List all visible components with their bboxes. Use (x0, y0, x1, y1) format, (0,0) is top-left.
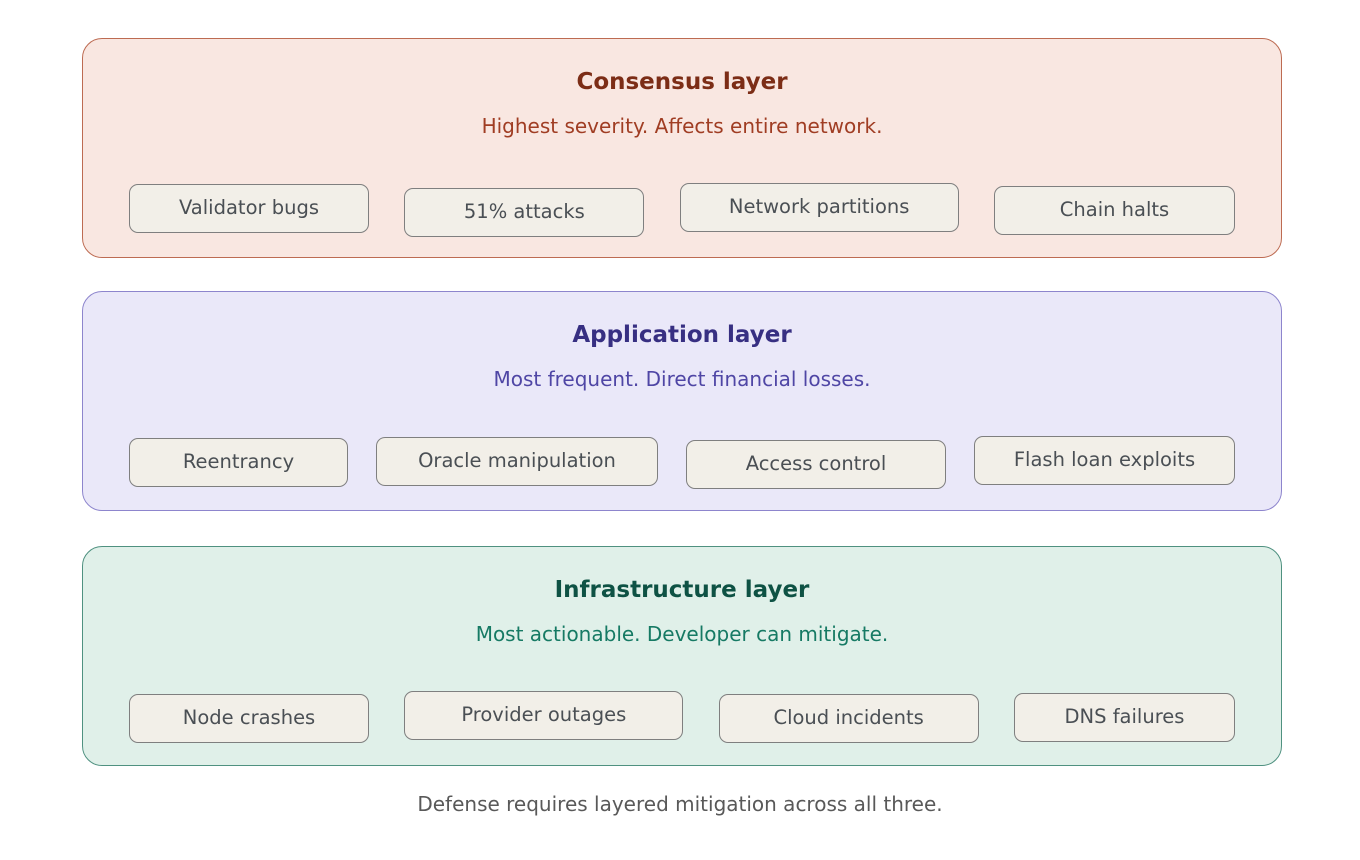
layer-title-consensus: Consensus layer (576, 69, 788, 95)
chip-flash-loan-exploits: Flash loan exploits (974, 436, 1235, 485)
layer-subtitle-infrastructure: Most actionable. Developer can mitigate. (475, 622, 889, 646)
footer-caption: Defense requires layered mitigation acro… (417, 792, 943, 816)
layer-subtitle-application: Most frequent. Direct financial losses. (493, 367, 871, 391)
chip-network-partitions: Network partitions (679, 183, 959, 232)
chip-51-percent-attacks: 51% attacks (404, 188, 645, 237)
chip-chain-halts: Chain halts (993, 186, 1235, 235)
layer-subtitle-consensus: Highest severity. Affects entire network… (481, 114, 883, 138)
chip-validator-bugs: Validator bugs (129, 184, 369, 233)
layer-card-consensus: Consensus layer Highest severity. Affect… (82, 38, 1282, 258)
layer-card-infrastructure: Infrastructure layer Most actionable. De… (82, 546, 1282, 766)
chip-row-consensus: Validator bugs 51% attacks Network parti… (129, 183, 1235, 237)
chip-row-application: Reentrancy Oracle manipulation Access co… (129, 436, 1235, 489)
chip-row-infrastructure: Node crashes Provider outages Cloud inci… (129, 691, 1235, 743)
chip-oracle-manipulation: Oracle manipulation (376, 437, 658, 486)
chip-cloud-incidents: Cloud incidents (718, 694, 979, 743)
layer-title-infrastructure: Infrastructure layer (554, 577, 810, 603)
chip-access-control: Access control (686, 440, 946, 489)
chip-dns-failures: DNS failures (1013, 693, 1235, 742)
layer-title-application: Application layer (572, 322, 792, 348)
chip-provider-outages: Provider outages (404, 691, 684, 740)
chip-node-crashes: Node crashes (129, 694, 369, 743)
chip-reentrancy: Reentrancy (129, 438, 348, 487)
layer-card-application: Application layer Most frequent. Direct … (82, 291, 1282, 511)
